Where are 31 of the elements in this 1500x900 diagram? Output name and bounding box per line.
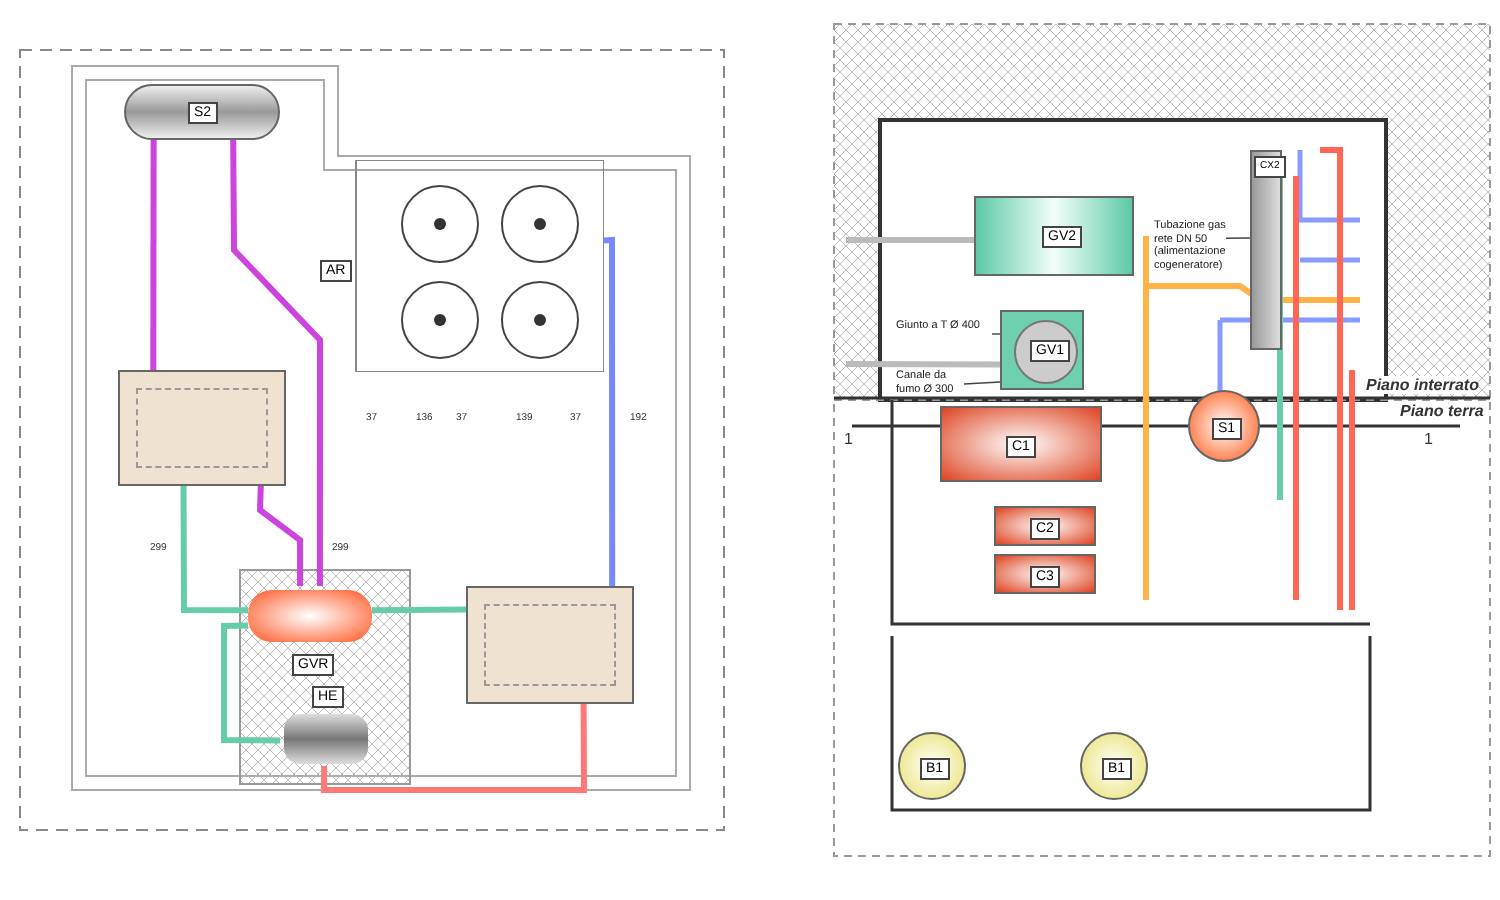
boiler (940, 406, 1102, 482)
pipe (320, 704, 587, 793)
floor-label: Piano interrato (1366, 376, 1479, 394)
storage-sphere (898, 732, 966, 800)
leader-line (1225, 237, 1251, 239)
leader-line (991, 333, 1001, 335)
pipe (371, 606, 467, 614)
leader-line (963, 381, 1001, 385)
pipe (180, 486, 248, 614)
pipe (230, 139, 323, 586)
section-marker: 1 (844, 430, 853, 448)
pipe (150, 140, 157, 370)
boiler (994, 554, 1096, 594)
boiler (994, 506, 1096, 546)
heat-recovery-unit (248, 586, 372, 676)
pipe (256, 485, 304, 586)
equipment-base (118, 370, 286, 486)
section-marker: 1 (1424, 430, 1433, 448)
heat-exchanger (280, 686, 372, 766)
pipe (221, 622, 281, 744)
equipment-base (466, 586, 634, 704)
generator-unit (974, 196, 1134, 276)
floor-label: Piano terra (1400, 402, 1484, 420)
pipe (846, 361, 1000, 368)
generator-unit (1000, 310, 1084, 390)
control-cabinet (1250, 150, 1282, 350)
pipe (603, 236, 616, 586)
storage-tank (124, 84, 280, 140)
storage-sphere (1080, 732, 1148, 800)
pipe (846, 237, 974, 243)
tank-sphere (1188, 390, 1260, 462)
